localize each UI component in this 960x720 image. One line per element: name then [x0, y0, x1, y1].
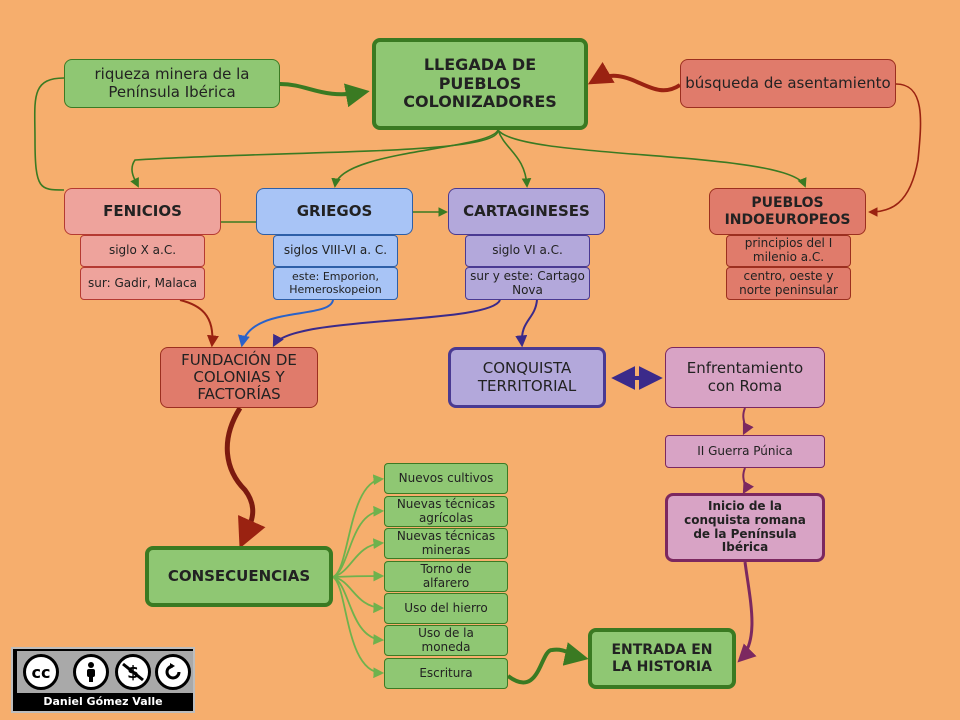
cc-icon: cc — [23, 654, 59, 690]
fundacion-node[interactable]: FUNDACIÓN DE COLONIAS Y FACTORÍAS — [160, 347, 318, 408]
cartagineses-siglo: siglo VI a.C. — [465, 235, 590, 267]
cartagineses-lugar: sur y este: Cartago Nova — [465, 267, 590, 300]
consecuencia-item: Uso de la moneda — [384, 625, 508, 656]
guerra-node[interactable]: II Guerra Púnica — [665, 435, 825, 468]
sharealike-icon — [155, 654, 191, 690]
consecuencia-item: Escritura — [384, 658, 508, 689]
author-name: Daniel Gómez Valle — [43, 695, 163, 708]
indoeuropeos-siglo: principios del I milenio a.C. — [726, 235, 851, 267]
indoeuropeos-node[interactable]: PUEBLOS INDOEUROPEOS — [709, 188, 866, 235]
busqueda-node[interactable]: búsqueda de asentamiento — [680, 59, 896, 108]
consecuencia-item: Nuevas técnicas mineras — [384, 528, 508, 559]
consecuencia-item: Torno de alfarero — [384, 561, 508, 592]
attribution-icon — [73, 654, 109, 690]
cc-icons-bar: cc $ — [17, 651, 193, 693]
fenicios-lugar: sur: Gadir, Malaca — [80, 267, 205, 300]
griegos-siglo: siglos VIII-VI a. C. — [273, 235, 398, 267]
llegada-node[interactable]: LLEGADA DE PUEBLOS COLONIZADORES — [372, 38, 588, 130]
indoeuropeos-lugar: centro, oeste y norte peninsular — [726, 267, 851, 300]
consecuencia-item: Uso del hierro — [384, 593, 508, 624]
consecuencias-node[interactable]: CONSECUENCIAS — [145, 546, 333, 607]
conquista-node[interactable]: CONQUISTA TERRITORIAL — [448, 347, 606, 408]
cartagineses-node[interactable]: CARTAGINESES — [448, 188, 605, 235]
fenicios-siglo: siglo X a.C. — [80, 235, 205, 267]
griegos-lugar: este: Emporion, Hemeroskopeion — [273, 267, 398, 300]
inicio-conquista-node[interactable]: Inicio de la conquista romana de la Pení… — [665, 493, 825, 562]
fenicios-node[interactable]: FENICIOS — [64, 188, 221, 235]
consecuencia-item: Nuevos cultivos — [384, 463, 508, 494]
riqueza-node[interactable]: riqueza minera de la Península Ibérica — [64, 59, 280, 108]
noncommercial-icon: $ — [115, 654, 151, 690]
griegos-node[interactable]: GRIEGOS — [256, 188, 413, 235]
enfrentamiento-node[interactable]: Enfrentamiento con Roma — [665, 347, 825, 408]
entrada-historia-node[interactable]: ENTRADA EN LA HISTORIA — [588, 628, 736, 689]
consecuencia-item: Nuevas técnicas agrícolas — [384, 496, 508, 527]
cc-license-badge: cc $ Daniel Gómez Valle — [11, 647, 195, 713]
